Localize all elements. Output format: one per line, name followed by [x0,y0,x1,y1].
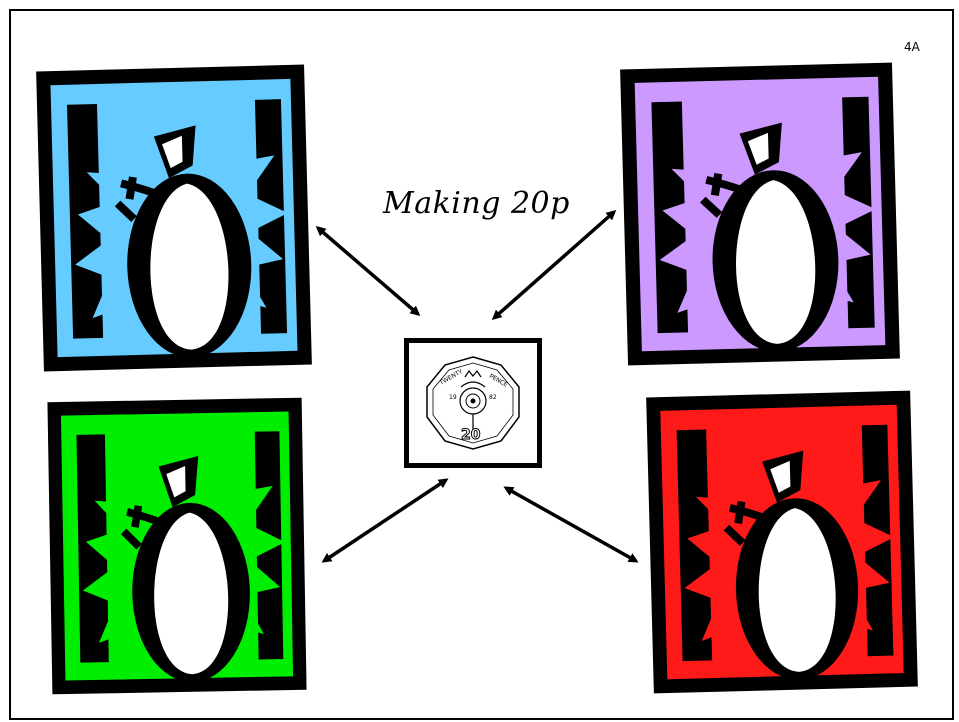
bag-panel-red [648,392,916,692]
coin-box: TWENTY PENCE 19 82 20 [404,338,542,468]
money-bag-icon [622,64,898,364]
page-number: 4A [904,40,920,54]
bag-panel-green [48,398,306,694]
coin-denomination: 20 [461,427,481,443]
bag-panel-purple [622,64,898,364]
page-title: Making 20p [383,186,570,221]
coin-year-right: 82 [489,394,497,401]
twenty-pence-coin-icon: TWENTY PENCE 19 82 20 [409,343,537,463]
money-bag-icon [48,398,306,694]
money-bag-icon [38,66,310,370]
money-bag-icon [648,392,916,692]
coin-year-left: 19 [449,394,457,401]
bag-panel-blue [38,66,310,370]
